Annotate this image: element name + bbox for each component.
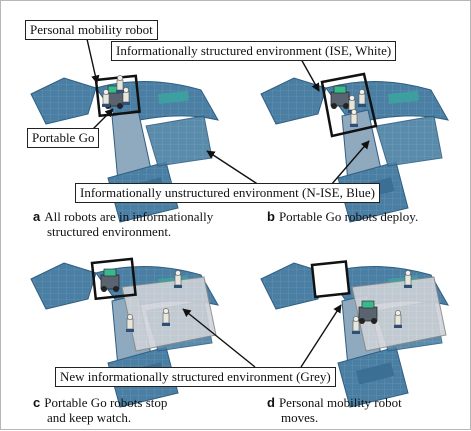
callout-personal-mobility-robot: Personal mobility robot	[25, 20, 158, 40]
caption-c: c Portable Go robots stop and keep watch.	[33, 395, 167, 425]
caption-c-line1: Portable Go robots stop	[44, 395, 167, 410]
caption-a: a All robots are in informationally struc…	[33, 209, 213, 239]
caption-b: b Portable Go robots deploy.	[267, 209, 418, 224]
caption-d: d Personal mobility robot moves.	[267, 395, 402, 425]
arrow-mobility	[87, 39, 97, 83]
caption-d-line1: Personal mobility robot	[279, 395, 402, 410]
caption-a-line1: All robots are in informationally	[44, 209, 213, 224]
callout-portable-go: Portable Go	[27, 128, 99, 148]
arrow-new-ise-d	[301, 305, 341, 367]
caption-a-line2: structured environment.	[47, 224, 171, 239]
caption-b-line1: Portable Go robots deploy.	[279, 209, 418, 224]
callout-n-ise: Informationally unstructured environment…	[75, 183, 380, 203]
caption-a-letter: a	[33, 209, 40, 224]
caption-d-line2: moves.	[281, 410, 318, 425]
callout-new-ise: New informationally structured environme…	[55, 367, 336, 387]
caption-b-letter: b	[267, 209, 275, 224]
caption-c-line2: and keep watch.	[47, 410, 131, 425]
arrow-nise-a	[207, 151, 259, 185]
arrow-portable-go	[93, 109, 113, 129]
caption-d-letter: d	[267, 395, 275, 410]
caption-c-letter: c	[33, 395, 40, 410]
callout-ise: Informationally structured environment (…	[111, 41, 396, 61]
